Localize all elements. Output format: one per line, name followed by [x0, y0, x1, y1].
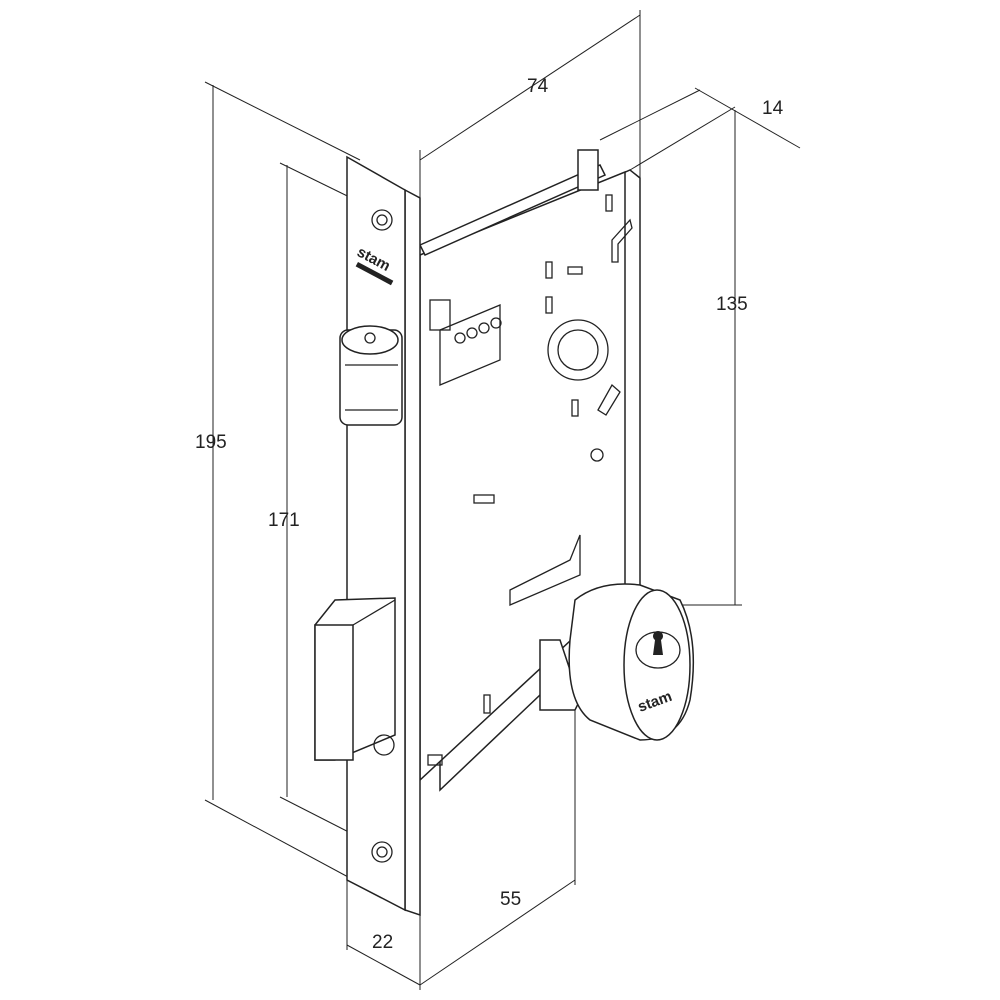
dim-171: 171	[268, 510, 300, 531]
dim-22: 22	[372, 932, 393, 953]
screw-hole-bottom	[371, 841, 393, 863]
screw-hole-top	[371, 209, 393, 231]
screw	[373, 734, 395, 756]
dim-135: 135	[716, 294, 748, 315]
dim-14: 14	[762, 98, 784, 119]
dim-55: 55	[500, 889, 521, 910]
deadbolt	[314, 597, 396, 761]
dim-195: 195	[195, 432, 227, 453]
cylinder: stam	[539, 583, 695, 741]
faceplate-edge	[404, 188, 421, 917]
dim-74: 74	[527, 76, 549, 97]
case-details	[427, 194, 633, 766]
latch-bolt	[339, 325, 403, 426]
